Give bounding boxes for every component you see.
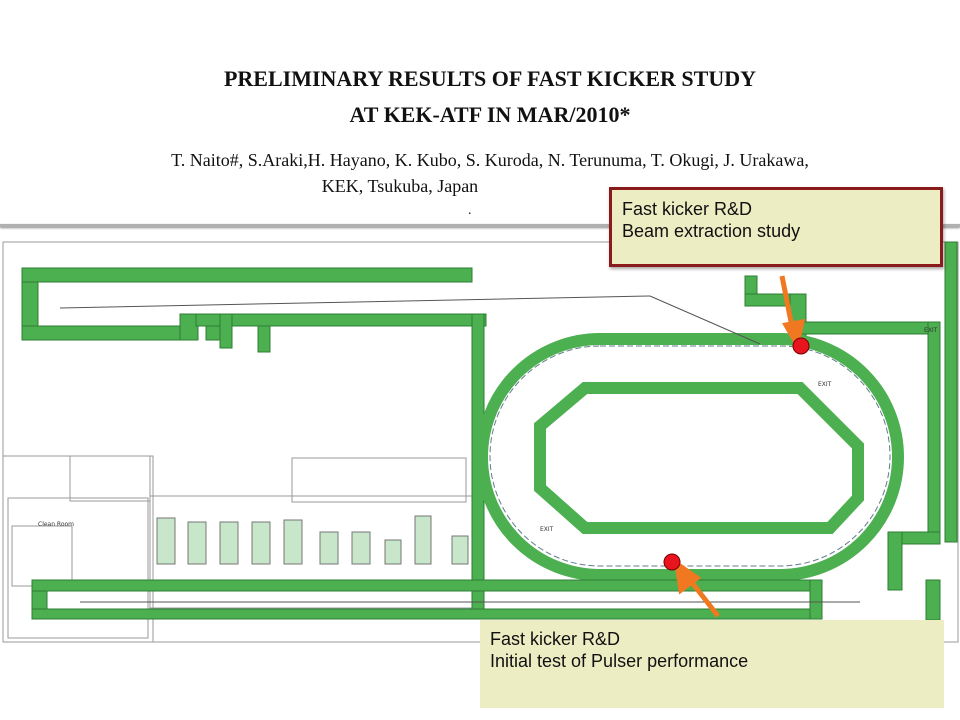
callout-top-line1: Fast kicker R&D <box>622 199 753 219</box>
paper-authors: T. Naito#, S.Araki,H. Hayano, K. Kubo, S… <box>171 150 809 170</box>
beamlines <box>59 295 891 603</box>
exit-label-right: EXIT <box>924 327 938 334</box>
clean-room-label: Clean Room <box>38 521 74 528</box>
callout-pulser-test: Fast kicker R&D Initial test of Pulser p… <box>480 620 944 708</box>
callout-extraction-study: Fast kicker R&D Beam extraction study <box>609 187 943 267</box>
arrow-bottom-head <box>673 558 702 595</box>
kicker-marker-pulser <box>663 553 681 571</box>
paper-title-line1: PRELIMINARY RESULTS OF FAST KICKER STUDY <box>223 66 757 91</box>
kicker-marker-extraction <box>792 337 810 355</box>
divider-rule <box>0 224 960 227</box>
arrows <box>673 275 806 618</box>
callout-bottom-line1: Fast kicker R&D <box>490 629 621 649</box>
paper-affiliation: KEK, Tsukuba, Japan <box>321 176 479 196</box>
arrow-bottom <box>688 578 720 618</box>
callout-top-line2: Beam extraction study <box>622 221 801 241</box>
stray-dot: . <box>468 203 472 218</box>
exit-label-ring: EXIT <box>818 381 832 388</box>
shielding-walls <box>21 241 958 621</box>
equipment-stations <box>156 515 469 565</box>
paper-title-line2: AT KEK-ATF IN MAR/2010* <box>349 102 631 127</box>
exit-label-left: EXIT <box>540 526 554 533</box>
callout-bottom-line2: Initial test of Pulser performance <box>490 651 749 671</box>
facility-floor-plan: EXIT EXIT EXIT Clean Room <box>2 241 959 643</box>
